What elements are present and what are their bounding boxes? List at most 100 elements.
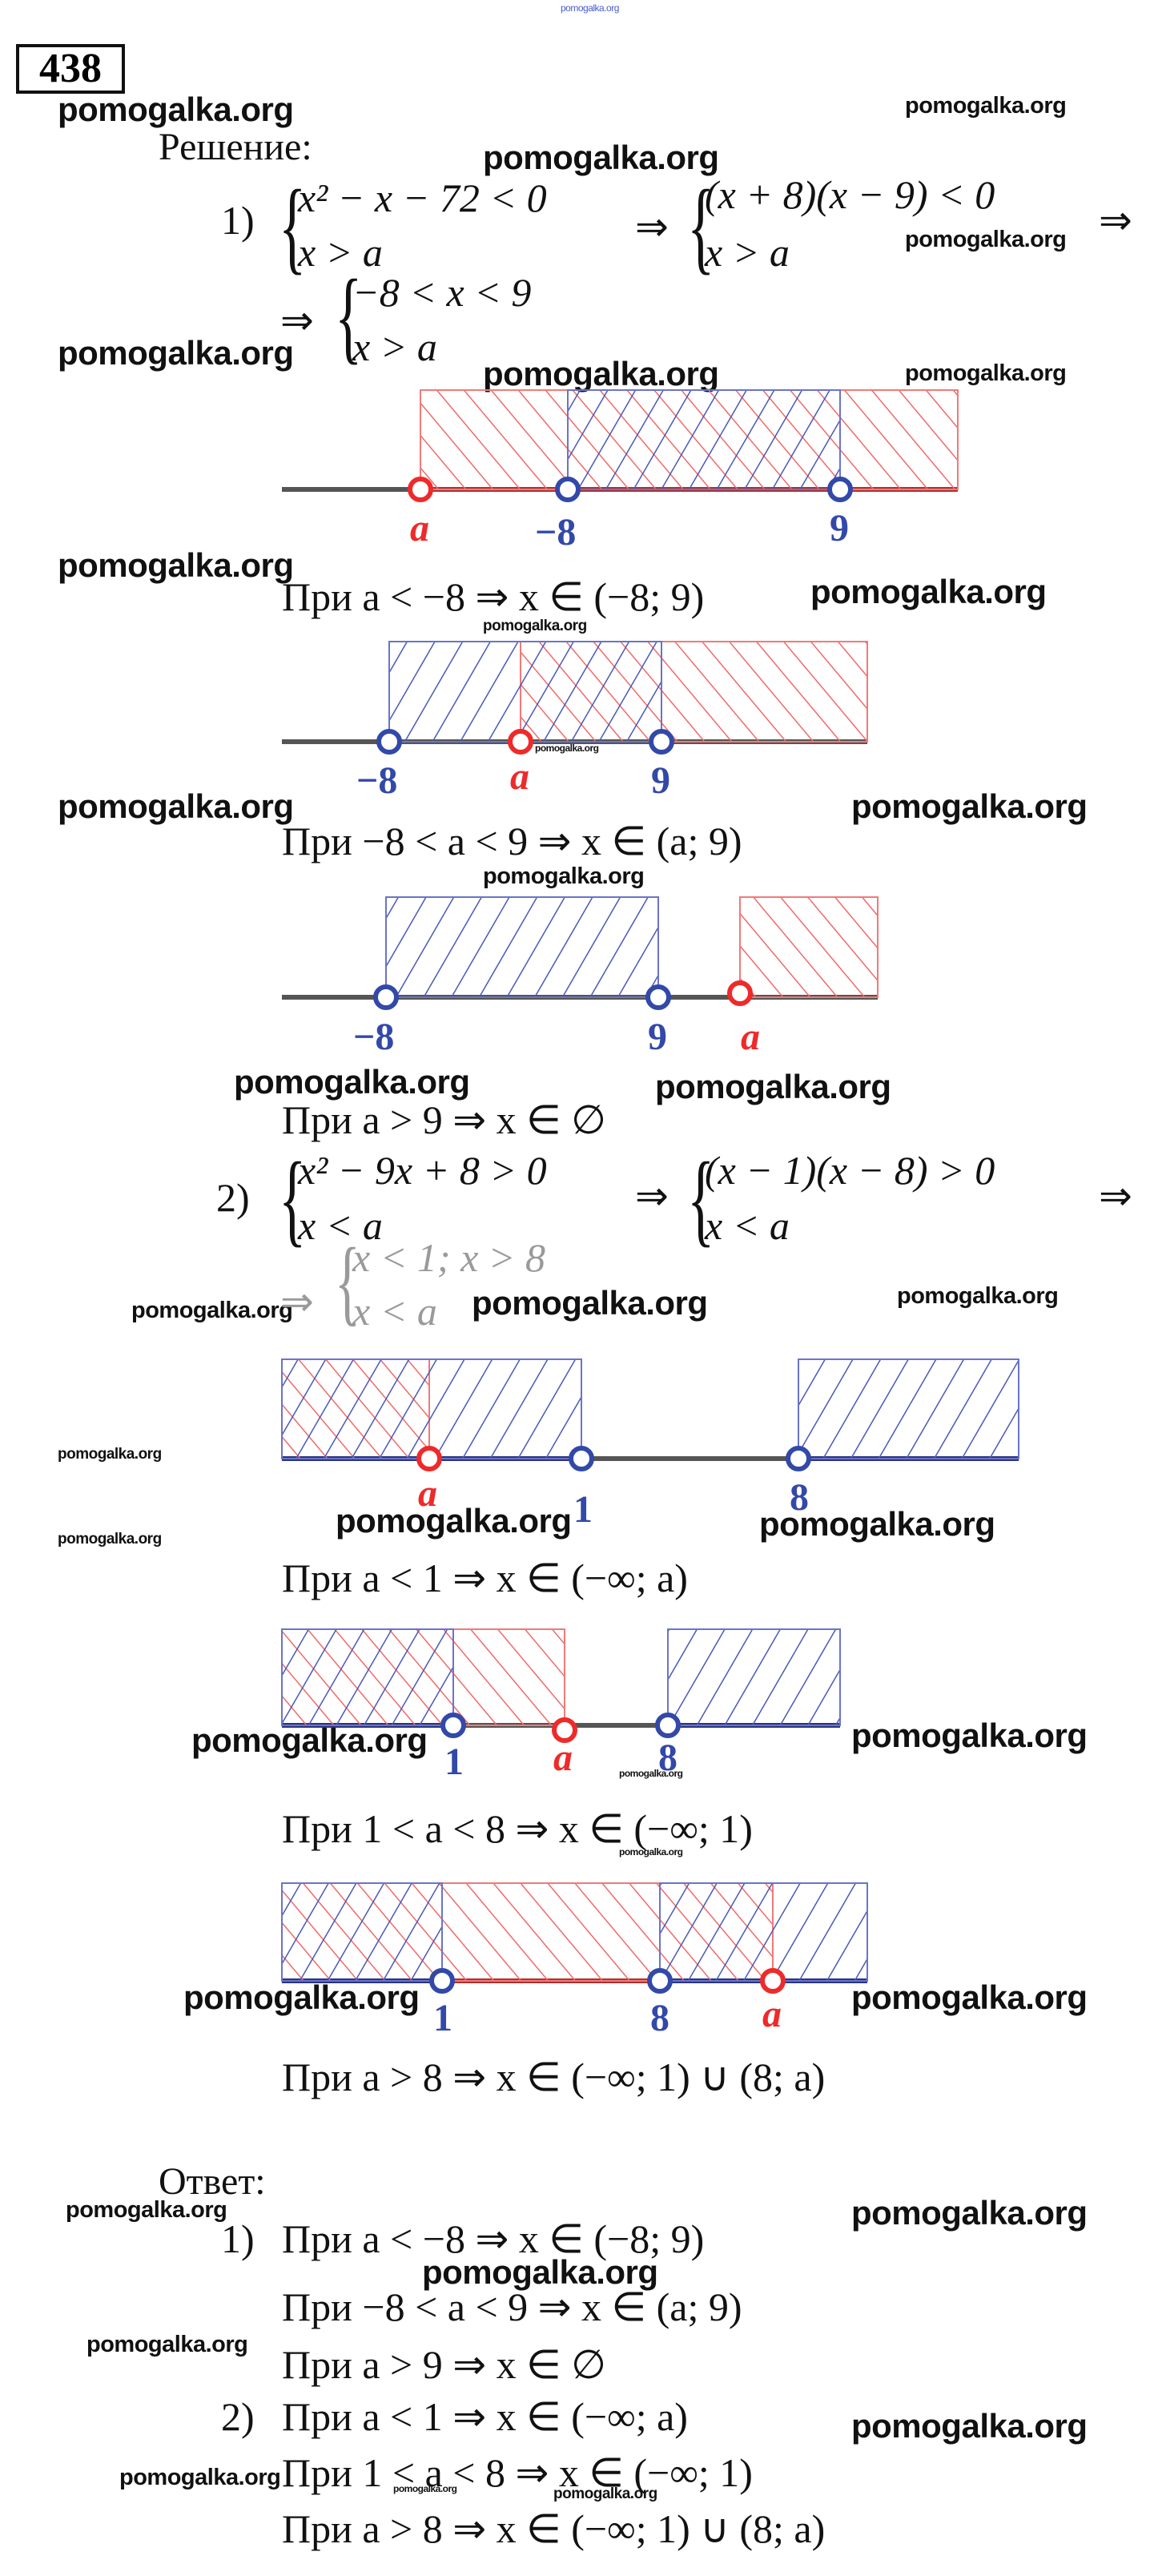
point-a bbox=[416, 1446, 442, 1471]
watermark: pomogalka.org bbox=[422, 2253, 658, 2291]
part2-sys2-line1: (x − 1)(x − 8) > 0 bbox=[705, 1148, 995, 1193]
point bbox=[429, 1968, 455, 1994]
part2-sys2-line2: x < a bbox=[705, 1203, 790, 1248]
point bbox=[555, 477, 581, 502]
watermark: pomogalka.org bbox=[851, 2194, 1088, 2232]
part2-sys1-line1: x² − 9x + 8 > 0 bbox=[298, 1148, 547, 1193]
part2-sys3-line2: x < a bbox=[352, 1289, 437, 1334]
watermark: pomogalka.org bbox=[58, 546, 294, 584]
brace: { bbox=[279, 1141, 307, 1257]
label: a bbox=[410, 507, 429, 549]
point bbox=[655, 1713, 681, 1738]
watermark: pomogalka.org bbox=[234, 1063, 470, 1101]
part2-sys1-line2: x < a bbox=[298, 1203, 383, 1248]
blue-region bbox=[798, 1358, 1019, 1459]
label: a bbox=[553, 1737, 573, 1779]
part1-number: 1) bbox=[221, 198, 255, 243]
answer-line: При a < 1 ⇒ x ∈ (−∞; a) bbox=[282, 2394, 688, 2439]
watermark: pomogalka.org bbox=[905, 227, 1067, 252]
implies: ⇒ bbox=[1099, 198, 1132, 243]
answer-line: При −8 < a < 9 ⇒ x ∈ (a; 9) bbox=[282, 2284, 742, 2329]
brace: { bbox=[335, 1228, 360, 1334]
solution-label: Решение: bbox=[159, 126, 312, 168]
case-1-1: При a < −8 ⇒ x ∈ (−8; 9) bbox=[282, 574, 705, 619]
label: 8 bbox=[650, 1997, 669, 2039]
diagram-1-1: a −8 9 bbox=[282, 389, 959, 553]
watermark: pomogalka.org bbox=[759, 1505, 995, 1543]
label: 1 bbox=[444, 1741, 464, 1783]
answer-part2-number: 2) bbox=[221, 2394, 255, 2439]
label: −8 bbox=[353, 1016, 394, 1058]
part1-sys3-line2: x > a bbox=[352, 324, 437, 369]
diagram-2-1: a 1 8 bbox=[281, 1358, 1019, 1531]
point-a bbox=[727, 980, 753, 1006]
watermark: pomogalka.org bbox=[905, 93, 1067, 119]
answer-line: При a < −8 ⇒ x ∈ (−8; 9) bbox=[282, 2216, 705, 2261]
label: 1 bbox=[573, 1488, 593, 1531]
point bbox=[376, 729, 402, 755]
watermark: pomogalka.org bbox=[810, 573, 1047, 610]
watermark: pomogalka.org bbox=[58, 334, 294, 372]
blue-region bbox=[667, 1628, 841, 1726]
watermark: pomogalka.org bbox=[619, 1768, 683, 1779]
watermark: pomogalka.org bbox=[58, 91, 294, 128]
label: 9 bbox=[830, 507, 849, 549]
diagram-1-3: −8 9 a bbox=[282, 896, 879, 1058]
watermark: pomogalka.org bbox=[483, 355, 719, 392]
diagram-2-3: 1 8 a bbox=[281, 1882, 868, 2039]
point bbox=[440, 1713, 466, 1738]
watermark: pomogalka.org bbox=[851, 1717, 1088, 1754]
point bbox=[373, 984, 399, 1010]
watermark: pomogalka.org bbox=[483, 618, 587, 634]
blue-region bbox=[385, 896, 659, 998]
label: a bbox=[510, 755, 529, 798]
point-a bbox=[552, 1717, 577, 1743]
part1-sys3-line1: −8 < x < 9 bbox=[352, 270, 532, 315]
label: 8 bbox=[658, 1737, 677, 1779]
brace: { bbox=[687, 169, 715, 284]
point-a bbox=[508, 729, 533, 755]
blue-region bbox=[659, 1882, 868, 1982]
part2-sys3-line1: x < 1; x > 8 bbox=[352, 1235, 546, 1280]
watermark: pomogalka.org bbox=[58, 1531, 162, 1548]
brace: { bbox=[687, 1141, 715, 1257]
watermark: pomogalka.org bbox=[119, 2465, 281, 2490]
watermark: pomogalka.org bbox=[851, 1978, 1088, 2016]
part2-number: 2) bbox=[216, 1175, 250, 1220]
label: −8 bbox=[356, 759, 397, 802]
watermark: pomogalka.org bbox=[393, 2483, 457, 2494]
answer-part1-number: 1) bbox=[221, 2216, 255, 2261]
blue-region bbox=[281, 1358, 582, 1459]
watermark: pomogalka.org bbox=[619, 1846, 683, 1858]
watermark: pomogalka.org bbox=[131, 1298, 293, 1323]
blue-region bbox=[281, 1882, 443, 1982]
watermark: pomogalka.org bbox=[191, 1721, 428, 1759]
point bbox=[786, 1446, 811, 1471]
watermark: pomogalka.org bbox=[561, 2, 619, 14]
answer-line: При a > 8 ⇒ x ∈ (−∞; 1) ∪ (8; a) bbox=[282, 2506, 826, 2551]
implies: ⇒ bbox=[280, 1279, 314, 1324]
point bbox=[827, 477, 853, 502]
problem-number: 438 bbox=[16, 44, 125, 94]
point-a bbox=[408, 477, 433, 502]
label: 9 bbox=[651, 759, 670, 802]
watermark: pomogalka.org bbox=[66, 2197, 227, 2223]
label: 1 bbox=[433, 1997, 452, 2039]
diagram-1-2: −8 a 9 bbox=[282, 641, 868, 802]
watermark: pomogalka.org bbox=[472, 1284, 708, 1322]
watermark: pomogalka.org bbox=[655, 1068, 891, 1105]
blue-region bbox=[567, 389, 841, 490]
implies: ⇒ bbox=[1099, 1173, 1132, 1218]
point bbox=[649, 729, 674, 755]
watermark: pomogalka.org bbox=[483, 863, 645, 889]
blue-region bbox=[388, 641, 662, 743]
case-2-1: При a < 1 ⇒ x ∈ (−∞; a) bbox=[282, 1556, 688, 1600]
implies: ⇒ bbox=[280, 298, 314, 343]
watermark: pomogalka.org bbox=[183, 1978, 420, 2016]
blue-region bbox=[281, 1628, 454, 1726]
watermark: pomogalka.org bbox=[58, 787, 294, 825]
diagram-2-2: 1 a 8 bbox=[281, 1628, 841, 1783]
label: a bbox=[741, 1016, 760, 1058]
